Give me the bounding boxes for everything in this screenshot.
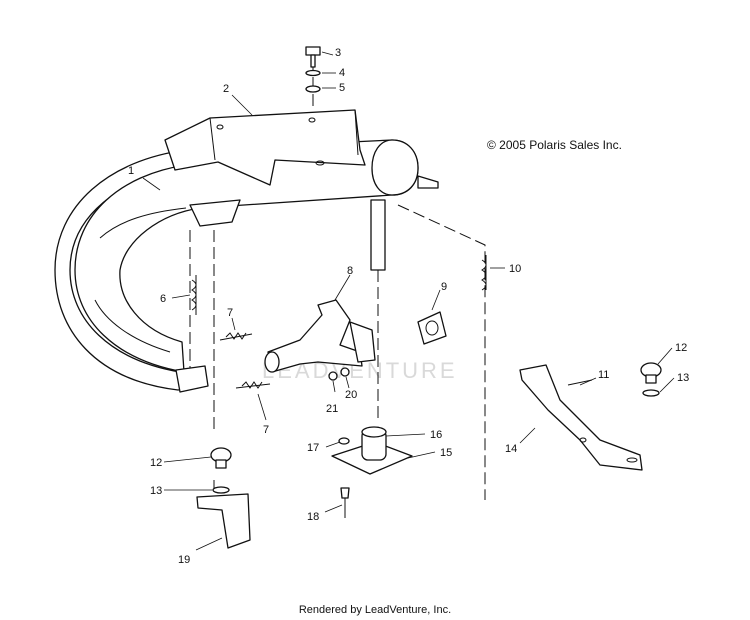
callout-8: 8 <box>347 265 353 277</box>
callout-1: 1 <box>128 165 134 177</box>
copyright-notice: © 2005 Polaris Sales Inc. <box>487 138 622 152</box>
grommet-mount <box>331 426 413 475</box>
muffler <box>54 139 439 393</box>
callout-21: 21 <box>326 403 338 415</box>
screw-18 <box>340 487 350 518</box>
callout-20: 20 <box>345 389 357 401</box>
callout-13-right: 13 <box>677 372 689 384</box>
callout-3: 3 <box>335 47 341 59</box>
callout-12-left: 12 <box>150 457 162 469</box>
callout-19: 19 <box>178 554 190 566</box>
callout-17: 17 <box>307 442 319 454</box>
render-credit: Rendered by LeadVenture, Inc. <box>298 604 452 616</box>
callout-11: 11 <box>598 369 609 381</box>
assembly-dash-lines <box>189 60 486 500</box>
callout-14: 14 <box>505 443 517 455</box>
callout-2: 2 <box>223 83 229 95</box>
callout-4: 4 <box>339 67 345 79</box>
heat-shield <box>164 109 366 186</box>
leader-lines <box>142 51 675 551</box>
callout-15: 15 <box>440 447 452 459</box>
callout-9: 9 <box>441 281 447 293</box>
spring-7-lower <box>235 381 271 389</box>
callout-13-left: 13 <box>150 485 162 497</box>
spring-7-upper <box>219 332 253 341</box>
exhaust-gasket <box>417 311 447 345</box>
callout-7-upper: 7 <box>227 307 233 319</box>
nut-21 <box>328 371 338 381</box>
callout-labels: 1 2 3 4 5 6 7 7 8 9 10 11 12 12 13 13 14… <box>128 47 689 566</box>
header-pipe <box>264 299 376 373</box>
callout-10: 10 <box>509 263 521 275</box>
callout-7-lower: 7 <box>263 424 269 436</box>
callout-12-right: 12 <box>675 342 687 354</box>
mounting-post <box>370 199 386 271</box>
bracket-14 <box>519 362 662 471</box>
bolt-washer-stack <box>305 46 321 93</box>
washer-17 <box>338 437 350 445</box>
callout-16: 16 <box>430 429 442 441</box>
spring-6 <box>191 275 197 315</box>
spring-10 <box>481 255 487 291</box>
callout-6: 6 <box>160 293 166 305</box>
callout-5: 5 <box>339 82 345 94</box>
callout-18: 18 <box>307 511 319 523</box>
nut-20 <box>340 367 350 377</box>
bracket-19 <box>196 447 251 549</box>
